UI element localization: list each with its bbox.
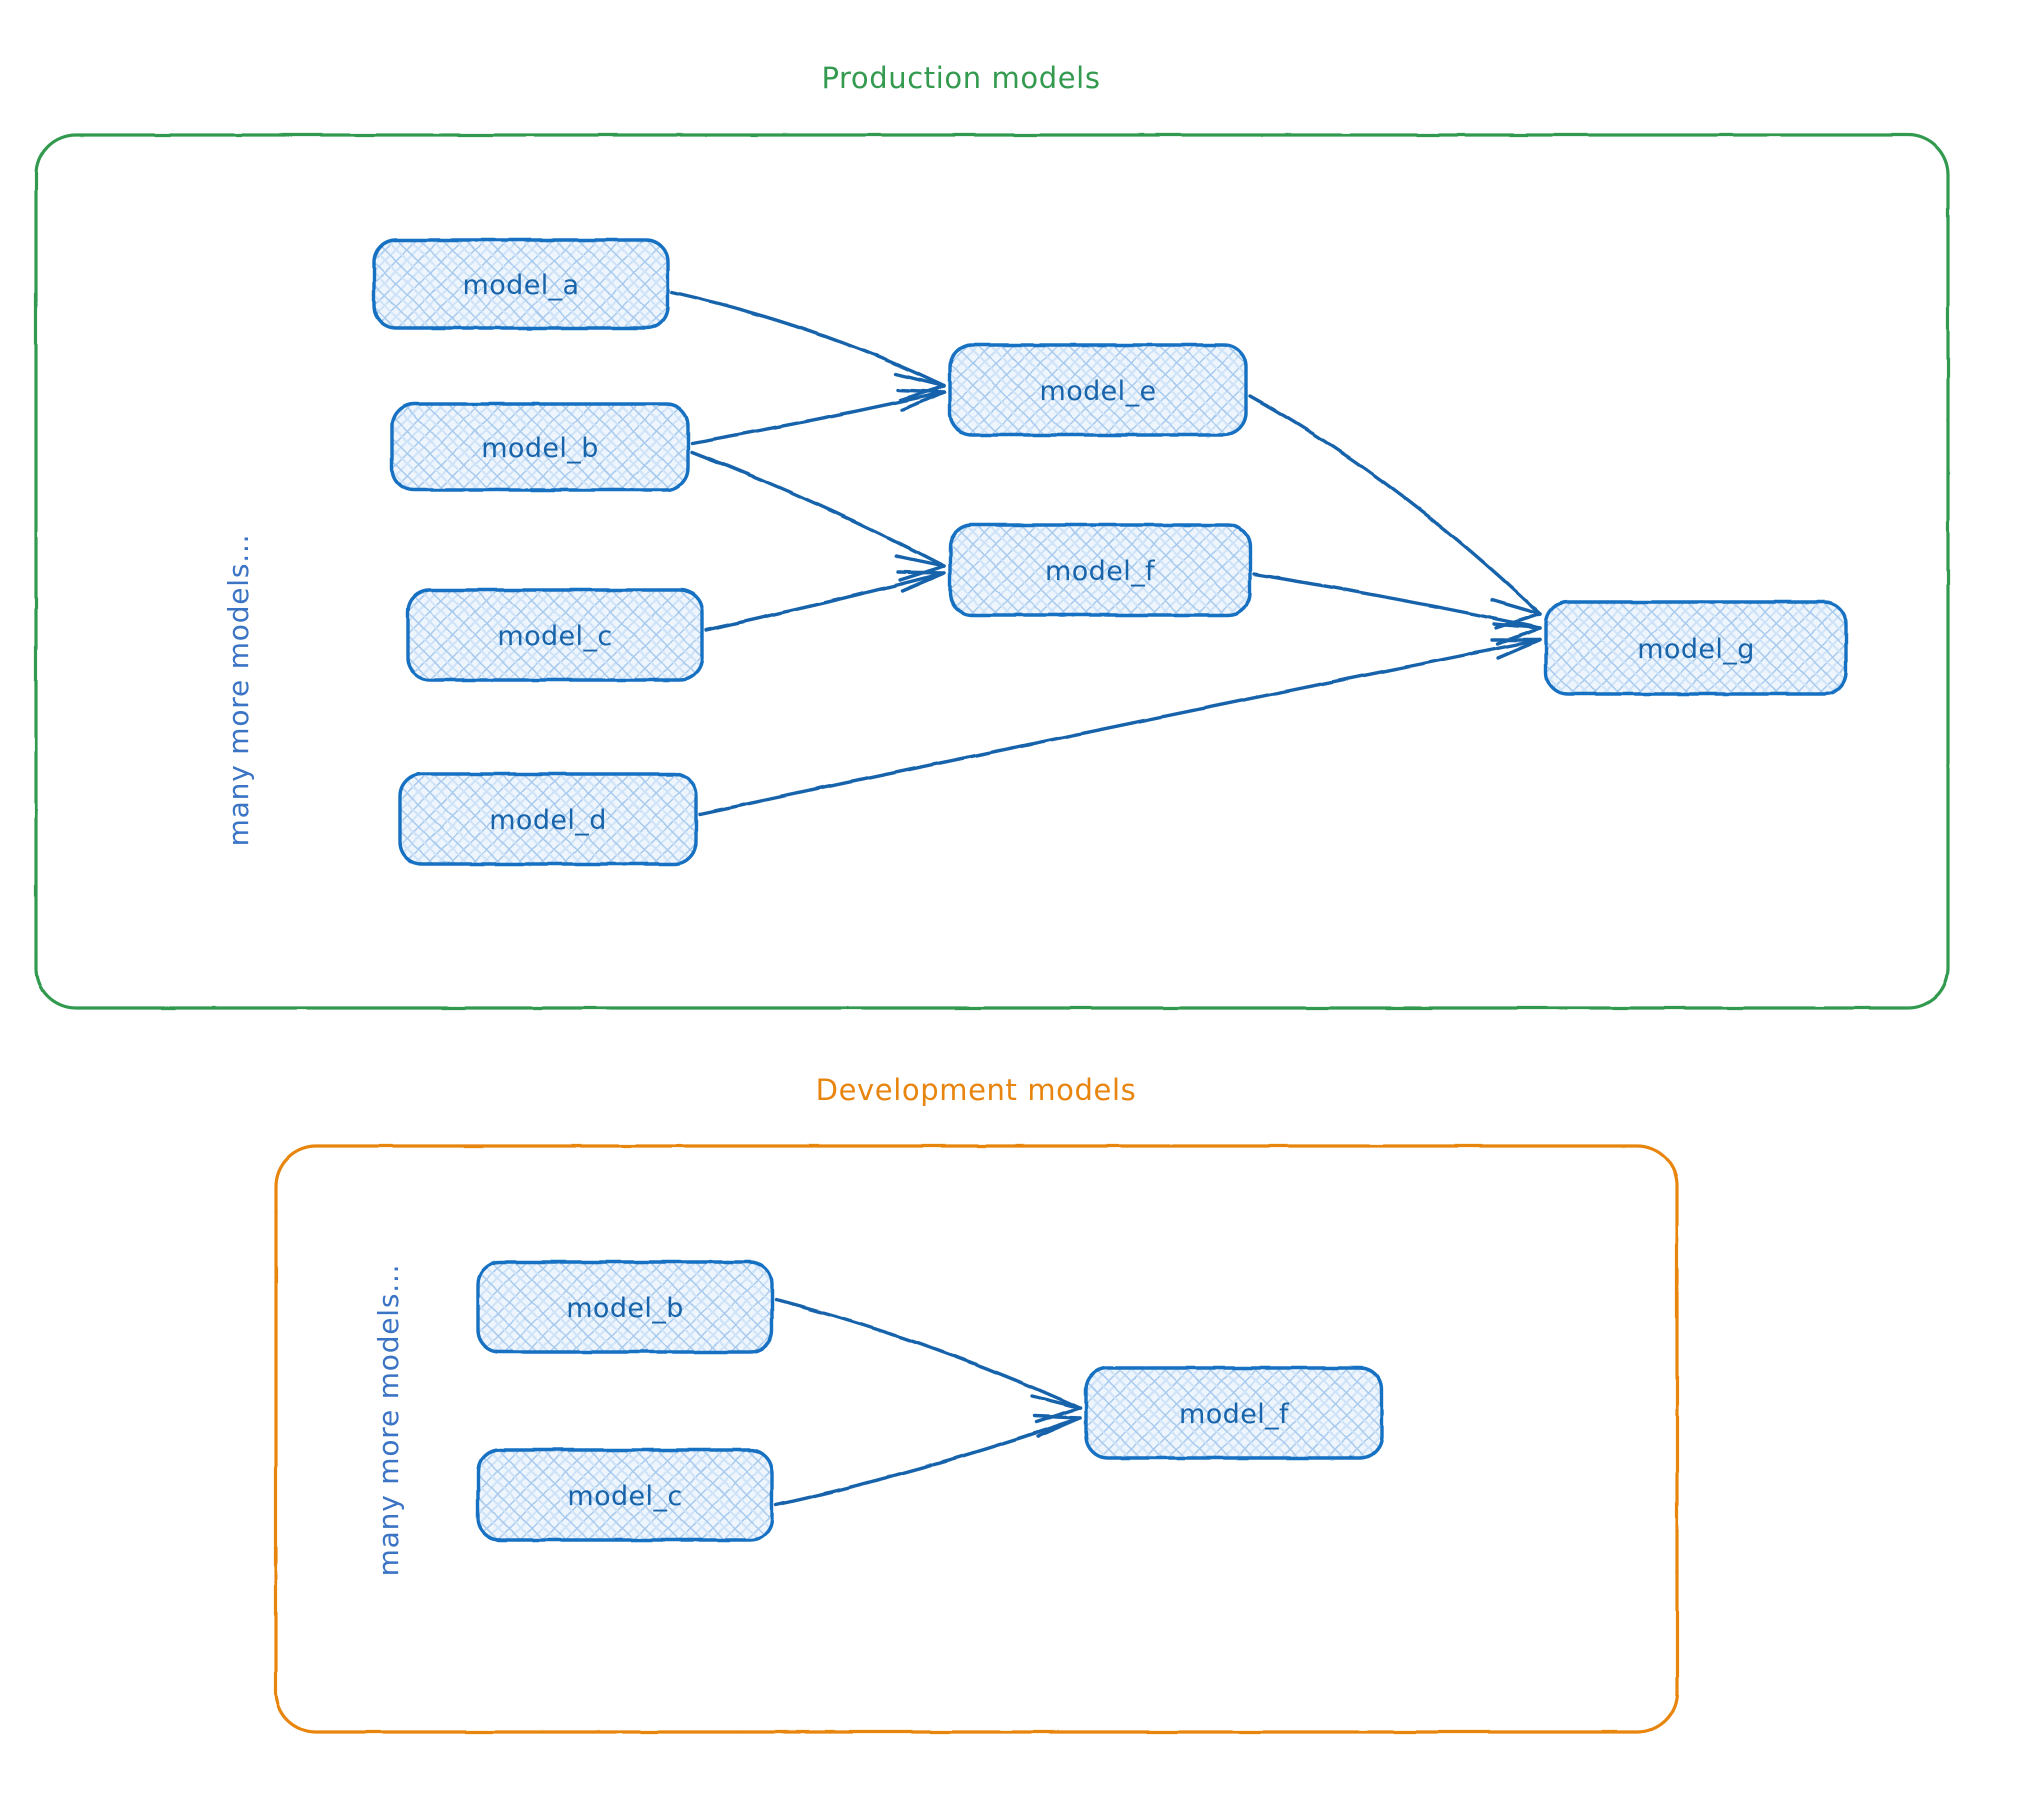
node-model-b-label: model_b (481, 433, 599, 464)
node-model-f[interactable]: model_f (948, 523, 1252, 617)
development-side-note: many more models... (372, 1264, 405, 1577)
node-model-a[interactable]: model_a (372, 238, 670, 330)
node-model-d-label: model_d (489, 805, 607, 836)
edge-model-b-to-model-f (690, 450, 946, 582)
production-frame (34, 133, 1950, 1010)
edge-model-a-to-model-e (670, 290, 946, 402)
edge-dev-model-c-to-dev-model-f (774, 1414, 1082, 1507)
development-edges (774, 1298, 1082, 1507)
group-development: Development models many more models... (274, 1073, 1679, 1734)
node-model-c[interactable]: model_c (406, 588, 704, 682)
production-edges (670, 290, 1542, 816)
node-dev-model-f[interactable]: model_f (1084, 1366, 1384, 1460)
node-model-g[interactable]: model_g (1544, 600, 1848, 696)
development-frame (274, 1144, 1679, 1734)
edge-model-e-to-model-g (1248, 394, 1542, 630)
edge-model-b-to-model-e (690, 388, 946, 445)
node-dev-model-c[interactable]: model_c (476, 1448, 774, 1542)
production-side-note-text: many more models... (222, 534, 255, 847)
node-dev-model-b[interactable]: model_b (476, 1260, 774, 1354)
edge-model-f-to-model-g (1252, 572, 1542, 646)
production-title-text: Production models (821, 61, 1100, 95)
edge-model-d-to-model-g (698, 638, 1542, 816)
production-title: Production models (821, 61, 1100, 95)
development-title: Development models (816, 1073, 1137, 1107)
edge-model-c-to-model-f (704, 570, 946, 632)
production-nodes: model_a model_b model_c (372, 238, 1848, 866)
node-dev-model-c-label: model_c (567, 1481, 682, 1512)
development-title-text: Development models (816, 1073, 1137, 1107)
node-model-a-label: model_a (463, 270, 580, 301)
edge-dev-model-b-to-dev-model-f (774, 1298, 1082, 1424)
group-production: Production models many more models... (34, 61, 1950, 1010)
node-model-c-label: model_c (497, 621, 612, 652)
node-model-e[interactable]: model_e (948, 343, 1248, 437)
node-model-d[interactable]: model_d (398, 772, 698, 866)
node-model-b[interactable]: model_b (390, 402, 690, 492)
development-side-note-text: many more models... (372, 1264, 405, 1577)
node-dev-model-b-label: model_b (566, 1293, 684, 1324)
production-side-note: many more models... (222, 534, 255, 847)
node-model-g-label: model_g (1637, 634, 1755, 665)
node-dev-model-f-label: model_f (1179, 1399, 1290, 1430)
development-nodes: model_b model_c model_f (476, 1260, 1384, 1542)
node-model-f-label: model_f (1045, 556, 1156, 587)
node-model-e-label: model_e (1040, 376, 1157, 407)
